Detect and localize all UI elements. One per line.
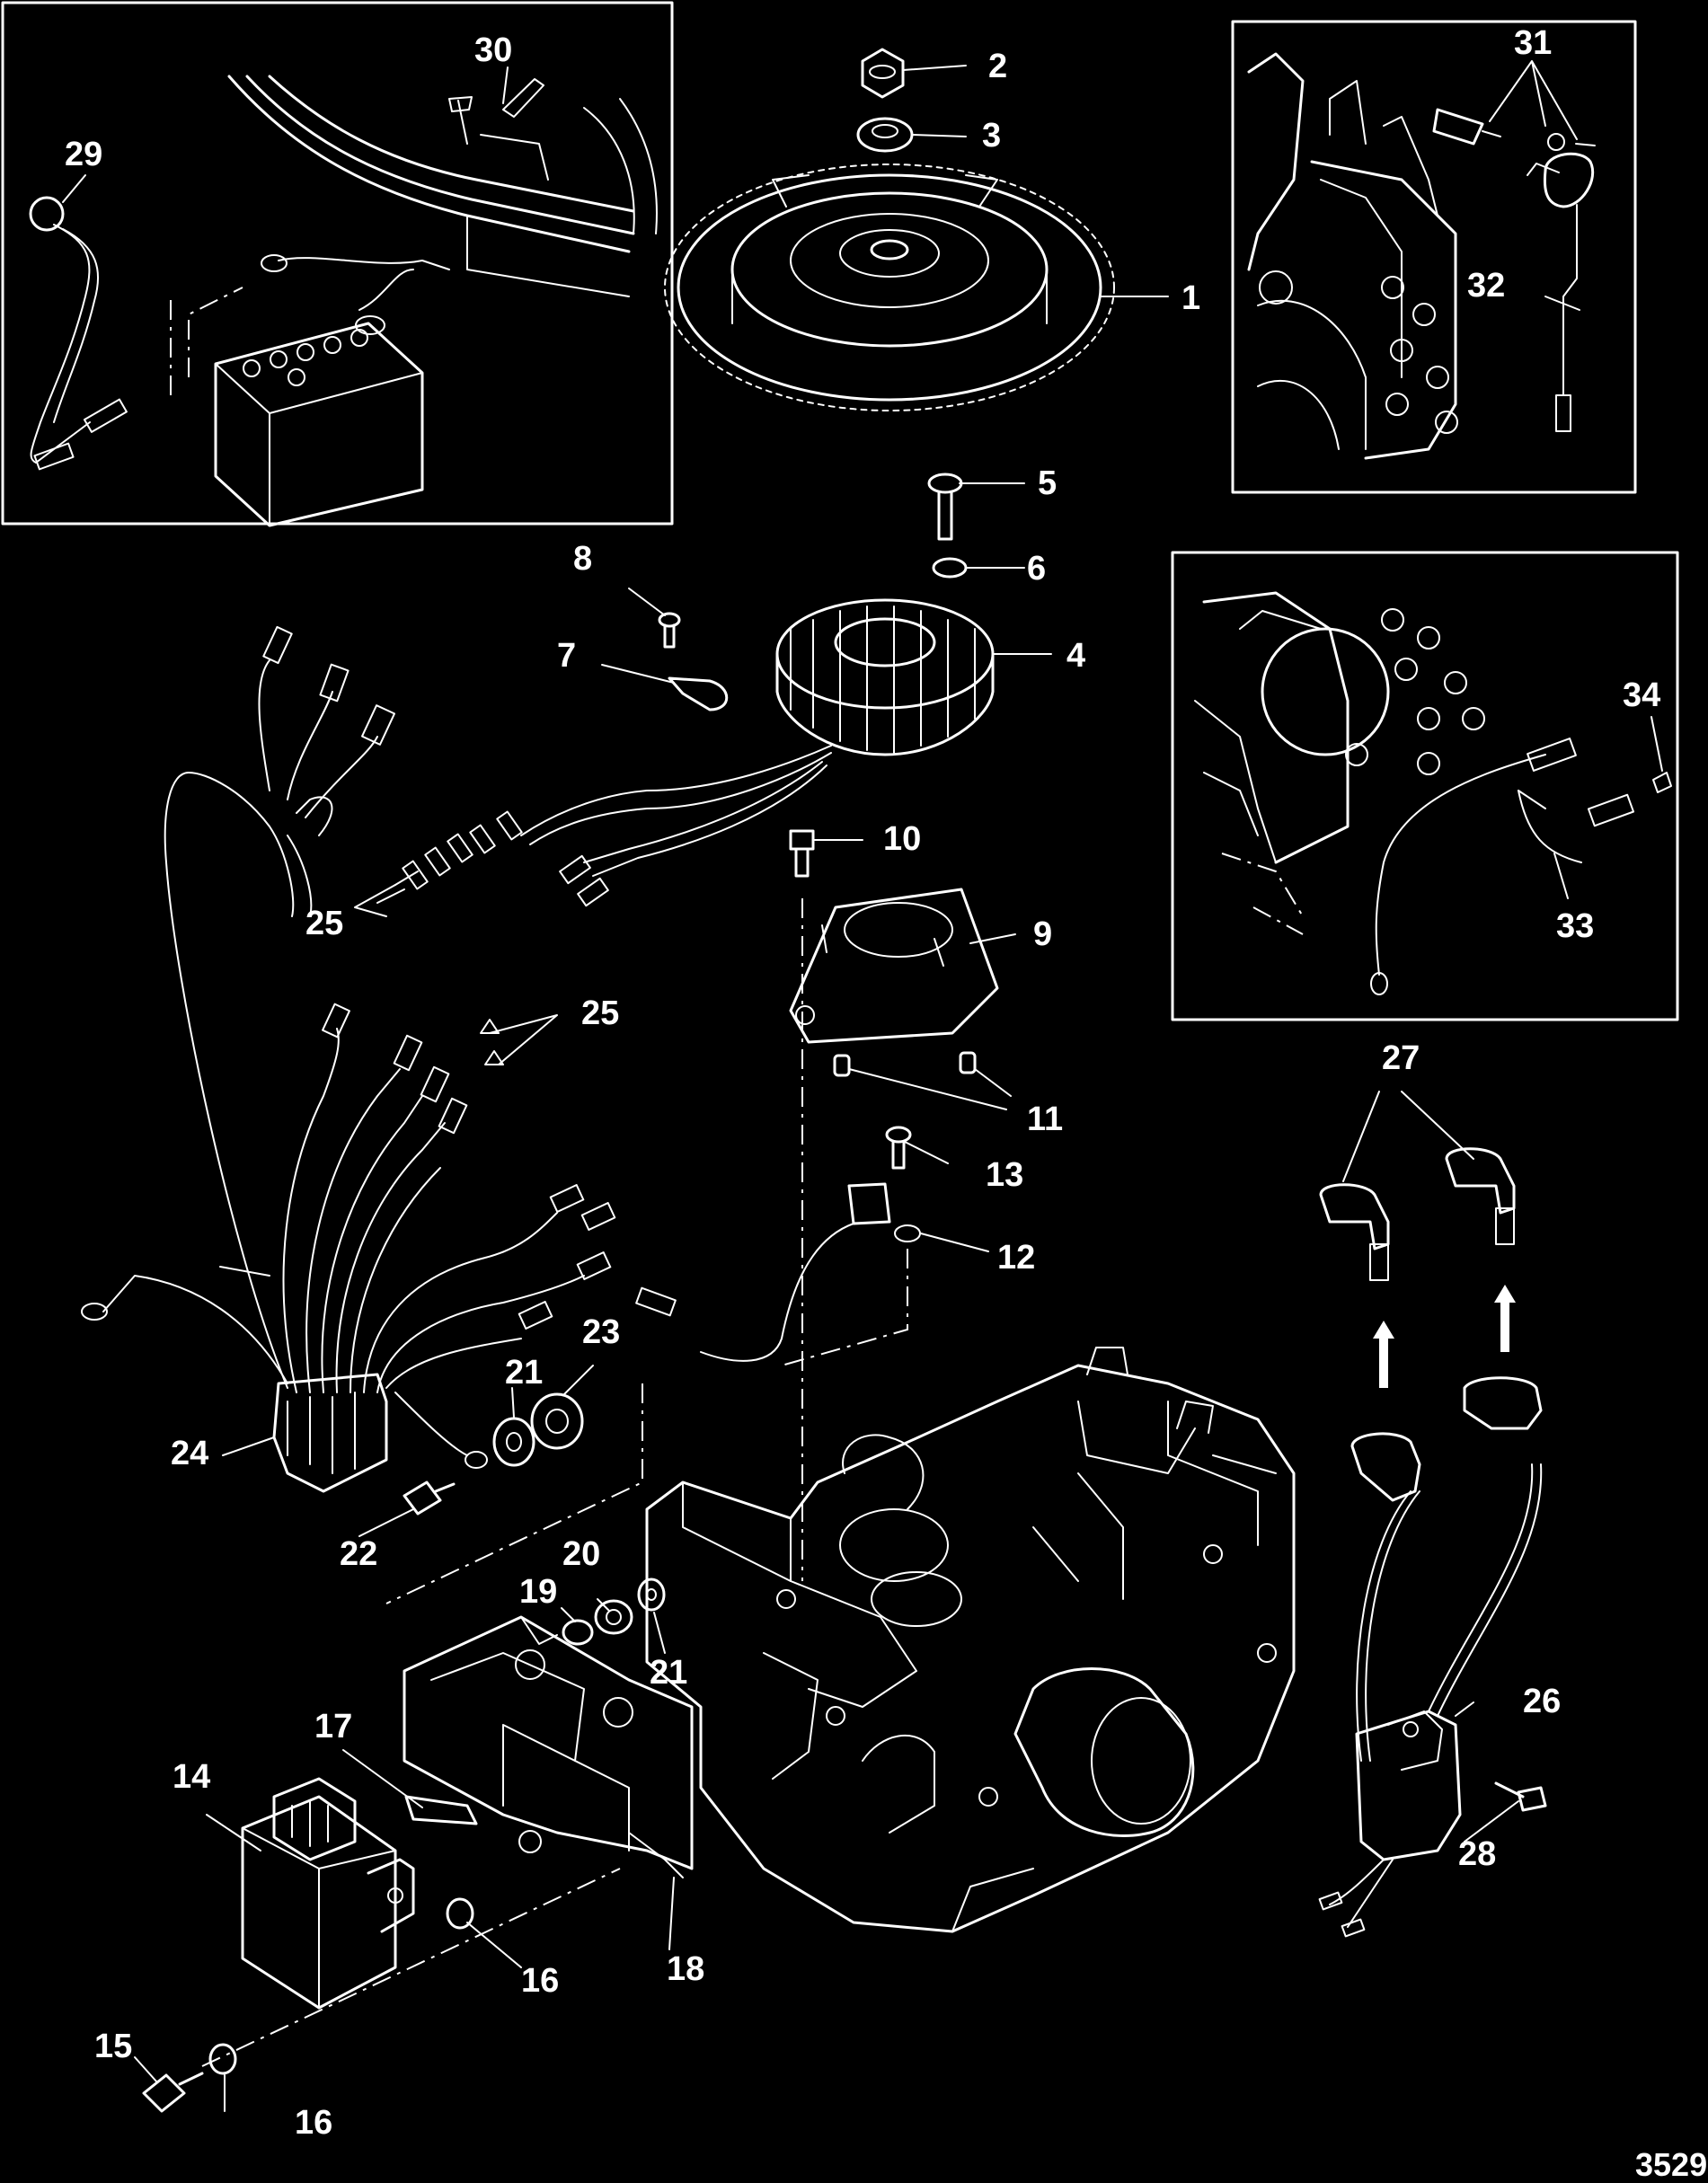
- callout-10: 10: [883, 820, 921, 858]
- screw-part: [927, 473, 963, 541]
- clamp-part: [668, 676, 729, 711]
- callout-12: 12: [997, 1239, 1035, 1277]
- callout-11: 11: [1027, 1100, 1063, 1138]
- screw-small-part: [658, 612, 681, 649]
- grommet-part: [492, 1417, 535, 1467]
- callout-19: 19: [519, 1573, 557, 1611]
- inset-battery-art: [29, 75, 658, 527]
- callout-6: 6: [1027, 550, 1046, 588]
- connector-group: [376, 810, 609, 907]
- bolt-part: [142, 2072, 204, 2113]
- ignition-coil-part: [1318, 1147, 1543, 1938]
- spacer-part: [562, 1619, 594, 1646]
- callout-34: 34: [1623, 676, 1660, 714]
- bolt-part: [789, 829, 815, 878]
- callout-18: 18: [667, 1950, 704, 1988]
- engine-block-part: [645, 1347, 1296, 1933]
- figure-number: 3529: [1635, 2146, 1707, 2183]
- callout-3: 3: [982, 117, 1001, 155]
- stator-lead-wire: [592, 764, 827, 877]
- dowel-pin-part: [959, 1051, 977, 1074]
- callout-30: 30: [474, 31, 512, 69]
- washer-part: [856, 117, 914, 153]
- callout-16a: 16: [521, 1962, 559, 2000]
- grommet-part: [594, 1599, 633, 1635]
- callout-15: 15: [94, 2028, 132, 2065]
- callout-7: 7: [557, 637, 576, 675]
- cdi-module-part: [241, 1777, 415, 2010]
- callout-25a: 25: [305, 905, 343, 942]
- grommet-large-part: [530, 1392, 584, 1450]
- callout-21b: 21: [650, 1654, 687, 1692]
- nut-part: [861, 48, 905, 99]
- dashed-guide-line: [201, 1868, 621, 2067]
- stator-part: [775, 598, 995, 756]
- trigger-plate-part: [789, 888, 999, 1044]
- dowel-pin-part: [833, 1054, 851, 1077]
- callout-20: 20: [562, 1535, 600, 1573]
- flywheel-part: [664, 164, 1115, 411]
- callout-labels: 1 2 3 4 5 6 7 8 9 10 11 12 13 14 15 16 1…: [65, 24, 1660, 2142]
- callout-33: 33: [1556, 907, 1594, 945]
- callout-32: 32: [1467, 267, 1505, 305]
- callout-29: 29: [65, 136, 102, 173]
- screw-part: [885, 1126, 912, 1170]
- stator-lead-wire: [520, 745, 832, 836]
- inset-sensor-art: [1247, 52, 1596, 460]
- callout-24: 24: [171, 1435, 208, 1472]
- callout-23: 23: [582, 1313, 620, 1351]
- callout-31: 31: [1514, 24, 1552, 62]
- callout-25b: 25: [581, 994, 619, 1032]
- bolt-part: [403, 1480, 456, 1516]
- callout-14: 14: [173, 1758, 210, 1796]
- callout-28: 28: [1458, 1835, 1496, 1873]
- callout-9: 9: [1033, 915, 1052, 953]
- callout-8: 8: [573, 540, 592, 578]
- callout-26: 26: [1523, 1683, 1561, 1720]
- callout-13: 13: [986, 1156, 1023, 1194]
- callout-5: 5: [1038, 464, 1057, 502]
- callout-1: 1: [1181, 279, 1200, 317]
- dashed-guide-line: [781, 1249, 908, 1366]
- callout-27: 27: [1382, 1039, 1420, 1077]
- insulator-part: [404, 1795, 478, 1825]
- callout-22: 22: [340, 1535, 377, 1573]
- leader-lines: [62, 60, 1663, 2112]
- bolt-part: [1494, 1781, 1547, 1812]
- washer-part: [637, 1578, 666, 1612]
- wiring-harness-part: [81, 625, 677, 1493]
- sensor-part: [700, 1182, 921, 1362]
- callout-16b: 16: [295, 2104, 332, 2142]
- inset-battery-box: [1, 1, 674, 526]
- inset-starter-art: [1194, 591, 1672, 995]
- stator-lead-wire: [529, 752, 832, 845]
- mounting-bracket-part: [403, 1615, 694, 1878]
- callout-2: 2: [988, 48, 1007, 85]
- callout-4: 4: [1066, 637, 1085, 675]
- washer-small-part: [932, 557, 968, 579]
- inset-sensor-box: [1231, 20, 1637, 494]
- washer-part: [208, 2043, 237, 2075]
- callout-21a: 21: [505, 1354, 543, 1392]
- inset-starter-box: [1171, 551, 1679, 1021]
- washer-part: [446, 1897, 474, 1930]
- callout-17: 17: [314, 1708, 352, 1746]
- stator-lead-wire: [583, 761, 823, 863]
